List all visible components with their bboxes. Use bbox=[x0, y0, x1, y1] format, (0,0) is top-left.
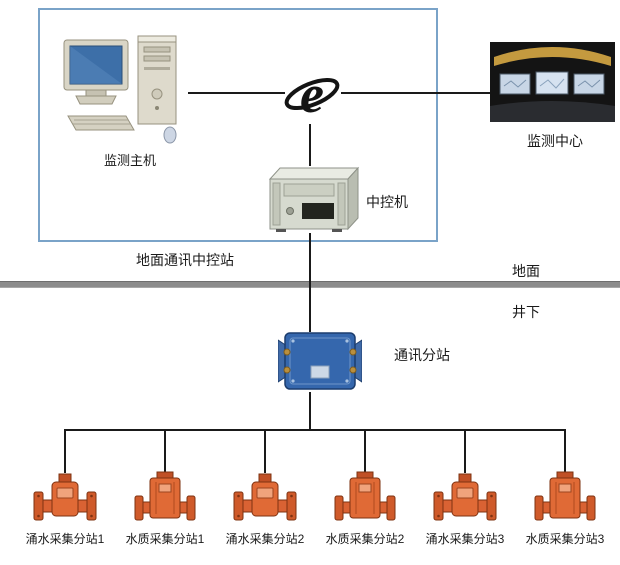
connector-substation-to-bus bbox=[309, 392, 311, 431]
drop-line-2 bbox=[164, 429, 166, 473]
svg-text:e: e bbox=[300, 64, 324, 124]
drop-line-4 bbox=[364, 429, 366, 473]
quality-sensor-icon bbox=[133, 471, 197, 530]
comm-substation-node bbox=[277, 330, 363, 397]
device-label-2: 水质采集分站1 bbox=[125, 532, 205, 546]
drop-line-6 bbox=[564, 429, 566, 473]
internet-e-icon: e bbox=[283, 64, 341, 130]
device-label-1: 涌水采集分站1 bbox=[25, 532, 105, 546]
connector-host-to-internet bbox=[188, 92, 285, 94]
industrial-server-icon bbox=[260, 166, 360, 237]
drop-line-1 bbox=[64, 429, 66, 473]
monitor-center-node bbox=[490, 42, 615, 127]
device-node-3 bbox=[233, 468, 297, 531]
flow-sensor-icon bbox=[233, 473, 297, 530]
flow-sensor-icon bbox=[33, 473, 97, 530]
central-control-label: 中控机 bbox=[366, 194, 408, 210]
device-node-6 bbox=[533, 468, 597, 531]
device-node-4 bbox=[333, 468, 397, 531]
device-label-6: 水质采集分站3 bbox=[525, 532, 605, 546]
underground-zone-label: 井下 bbox=[512, 304, 540, 320]
connector-internet-to-center bbox=[341, 92, 490, 94]
device-label-4: 水质采集分站2 bbox=[325, 532, 405, 546]
device-node-1 bbox=[33, 468, 97, 531]
connector-internet-to-server bbox=[309, 124, 311, 166]
connector-server-to-substation bbox=[309, 233, 311, 332]
desktop-computer-icon bbox=[58, 35, 188, 154]
ground-station-label: 地面通讯中控站 bbox=[136, 252, 234, 268]
monitor-host-node bbox=[58, 32, 188, 155]
device-label-5: 涌水采集分站3 bbox=[425, 532, 505, 546]
monitor-center-label: 监测中心 bbox=[527, 133, 583, 149]
device-label-3: 涌水采集分站2 bbox=[225, 532, 305, 546]
quality-sensor-icon bbox=[533, 471, 597, 530]
monitor-host-label: 监测主机 bbox=[103, 153, 156, 168]
bus-line bbox=[64, 429, 566, 431]
flow-sensor-icon bbox=[433, 473, 497, 530]
ground-station-outline bbox=[38, 8, 438, 242]
device-node-2 bbox=[133, 468, 197, 531]
device-node-5 bbox=[433, 468, 497, 531]
drop-line-5 bbox=[464, 429, 466, 473]
surface-zone-label: 地面 bbox=[512, 263, 540, 279]
quality-sensor-icon bbox=[333, 471, 397, 530]
central-control-node bbox=[260, 163, 360, 238]
internet-node: e bbox=[283, 60, 341, 131]
comm-substation-label: 通讯分站 bbox=[394, 347, 450, 363]
drop-line-3 bbox=[264, 429, 266, 473]
junction-box-icon bbox=[277, 332, 363, 396]
control-room-image bbox=[490, 42, 615, 126]
